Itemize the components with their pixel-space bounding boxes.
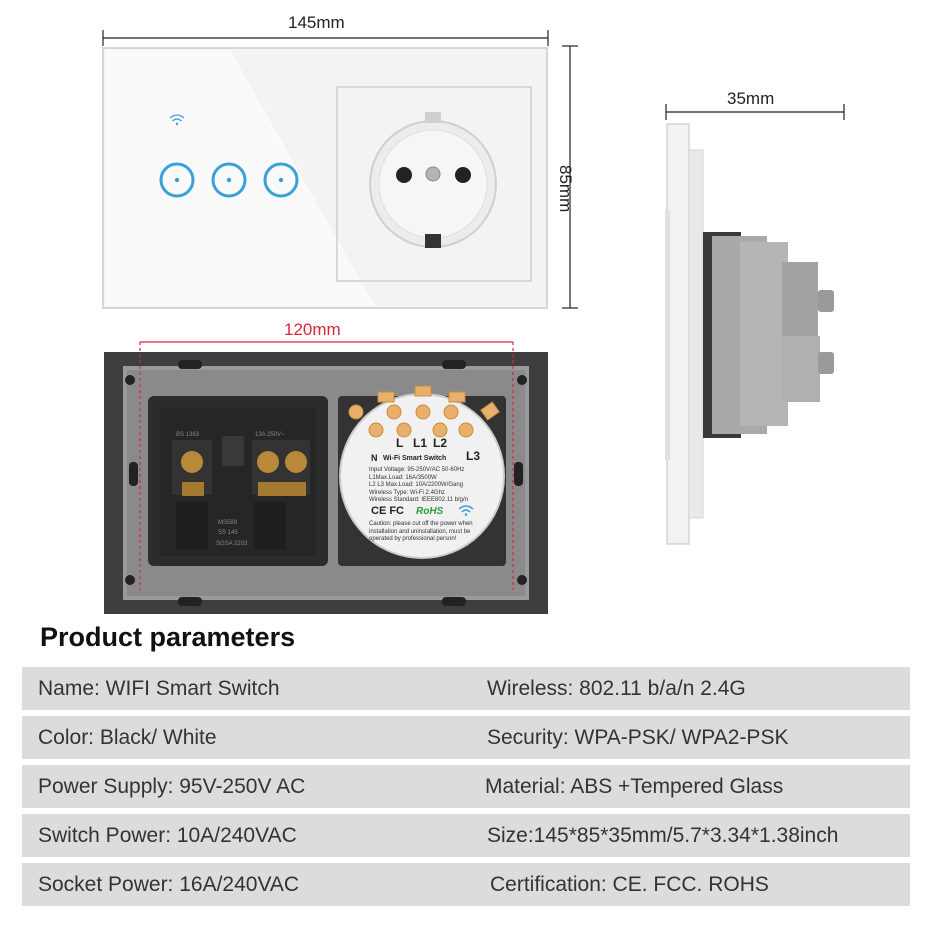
socket-outlet [369, 112, 497, 248]
module-spec-line: Input Voltage: 95-250V/AC 50-60Hz [369, 467, 465, 473]
param-right: Certification: CE. FCC. ROHS [490, 873, 769, 896]
param-left: Name: WIFI Smart Switch [38, 677, 280, 700]
side-view [665, 123, 834, 545]
param-right: Material: ABS +Tempered Glass [485, 775, 784, 798]
rohs-mark: RoHS [416, 506, 444, 517]
touch-button-3 [263, 162, 299, 198]
param-right: Wireless: 802.11 b/a/n 2.4G [487, 677, 746, 700]
front-panel [102, 47, 548, 309]
terminal-n: N [371, 453, 378, 463]
terminal-l: L [396, 436, 404, 450]
terminal-l1: L1 [413, 436, 428, 450]
height-dimension [562, 45, 578, 309]
module-spec-line: Wireless Type: Wi-Fi 2.4Ghz [369, 489, 445, 496]
socket-back-bs: BS 1363 [176, 432, 200, 438]
caution-line: installation and uninstallation, must be [369, 528, 471, 535]
param-row: Switch Power: 10A/240VAC Size:145*85*35m… [22, 814, 910, 857]
module-spec-line: L1Max.Load: 16A/3500W [369, 474, 437, 481]
caution-line: operated by professional person! [369, 536, 457, 542]
param-right: Size:145*85*35mm/5.7*3.34*1.38inch [487, 824, 839, 847]
param-left: Switch Power: 10A/240VAC [38, 824, 297, 847]
cert-marks: CE FC [371, 505, 404, 517]
section-title: Product parameters [40, 622, 296, 652]
mount-label: 120mm [284, 320, 341, 339]
module-caution: Caution: please cut off the power when i… [369, 521, 473, 544]
param-row: Socket Power: 16A/240VAC Certification: … [22, 863, 910, 906]
product-illustration [102, 30, 845, 614]
touch-button-1 [159, 162, 195, 198]
mount-dimension [139, 341, 514, 590]
param-row: Color: Black/ White Security: WPA-PSK/ W… [22, 716, 910, 759]
caution-line: Caution: please cut off the power when [369, 521, 473, 527]
back-panel [104, 341, 548, 614]
param-left: Power Supply: 95V-250V AC [38, 775, 306, 798]
socket-back-ms: MS589 [218, 520, 238, 526]
param-row: Name: WIFI Smart Switch Wireless: 802.11… [22, 667, 910, 710]
module-spec-line: Wireless Standard: IEEE802.11 b/g/n [369, 497, 468, 503]
socket-back-rating: 13A 250V~ [255, 432, 285, 438]
param-row: Power Supply: 95V-250V AC Material: ABS … [22, 765, 910, 808]
depth-dimension [665, 104, 845, 120]
socket-back-ss: SS 145 [218, 530, 238, 536]
param-left: Socket Power: 16A/240VAC [38, 873, 300, 896]
width-label: 145mm [288, 13, 345, 32]
terminal-l2: L2 [433, 436, 448, 450]
depth-label: 35mm [727, 89, 775, 108]
module-title: Wi-Fi Smart Switch [383, 455, 447, 462]
module-specs: Input Voltage: 95-250V/AC 50-60Hz L1Max.… [369, 467, 468, 505]
height-label: 85mm [556, 165, 575, 213]
socket-back-sgsa: SGSA 2203 [216, 541, 248, 547]
touch-button-2 [211, 162, 247, 198]
module-spec-line: L2 L3 Max.Load: 10A/2200W/Gang [369, 482, 464, 488]
param-left: Color: Black/ White [38, 726, 217, 749]
terminal-l3: L3 [466, 449, 481, 463]
wifi-icon [169, 114, 185, 126]
module-wifi-icon [458, 505, 474, 516]
width-dimension [102, 30, 549, 46]
param-right: Security: WPA-PSK/ WPA2-PSK [487, 726, 789, 749]
